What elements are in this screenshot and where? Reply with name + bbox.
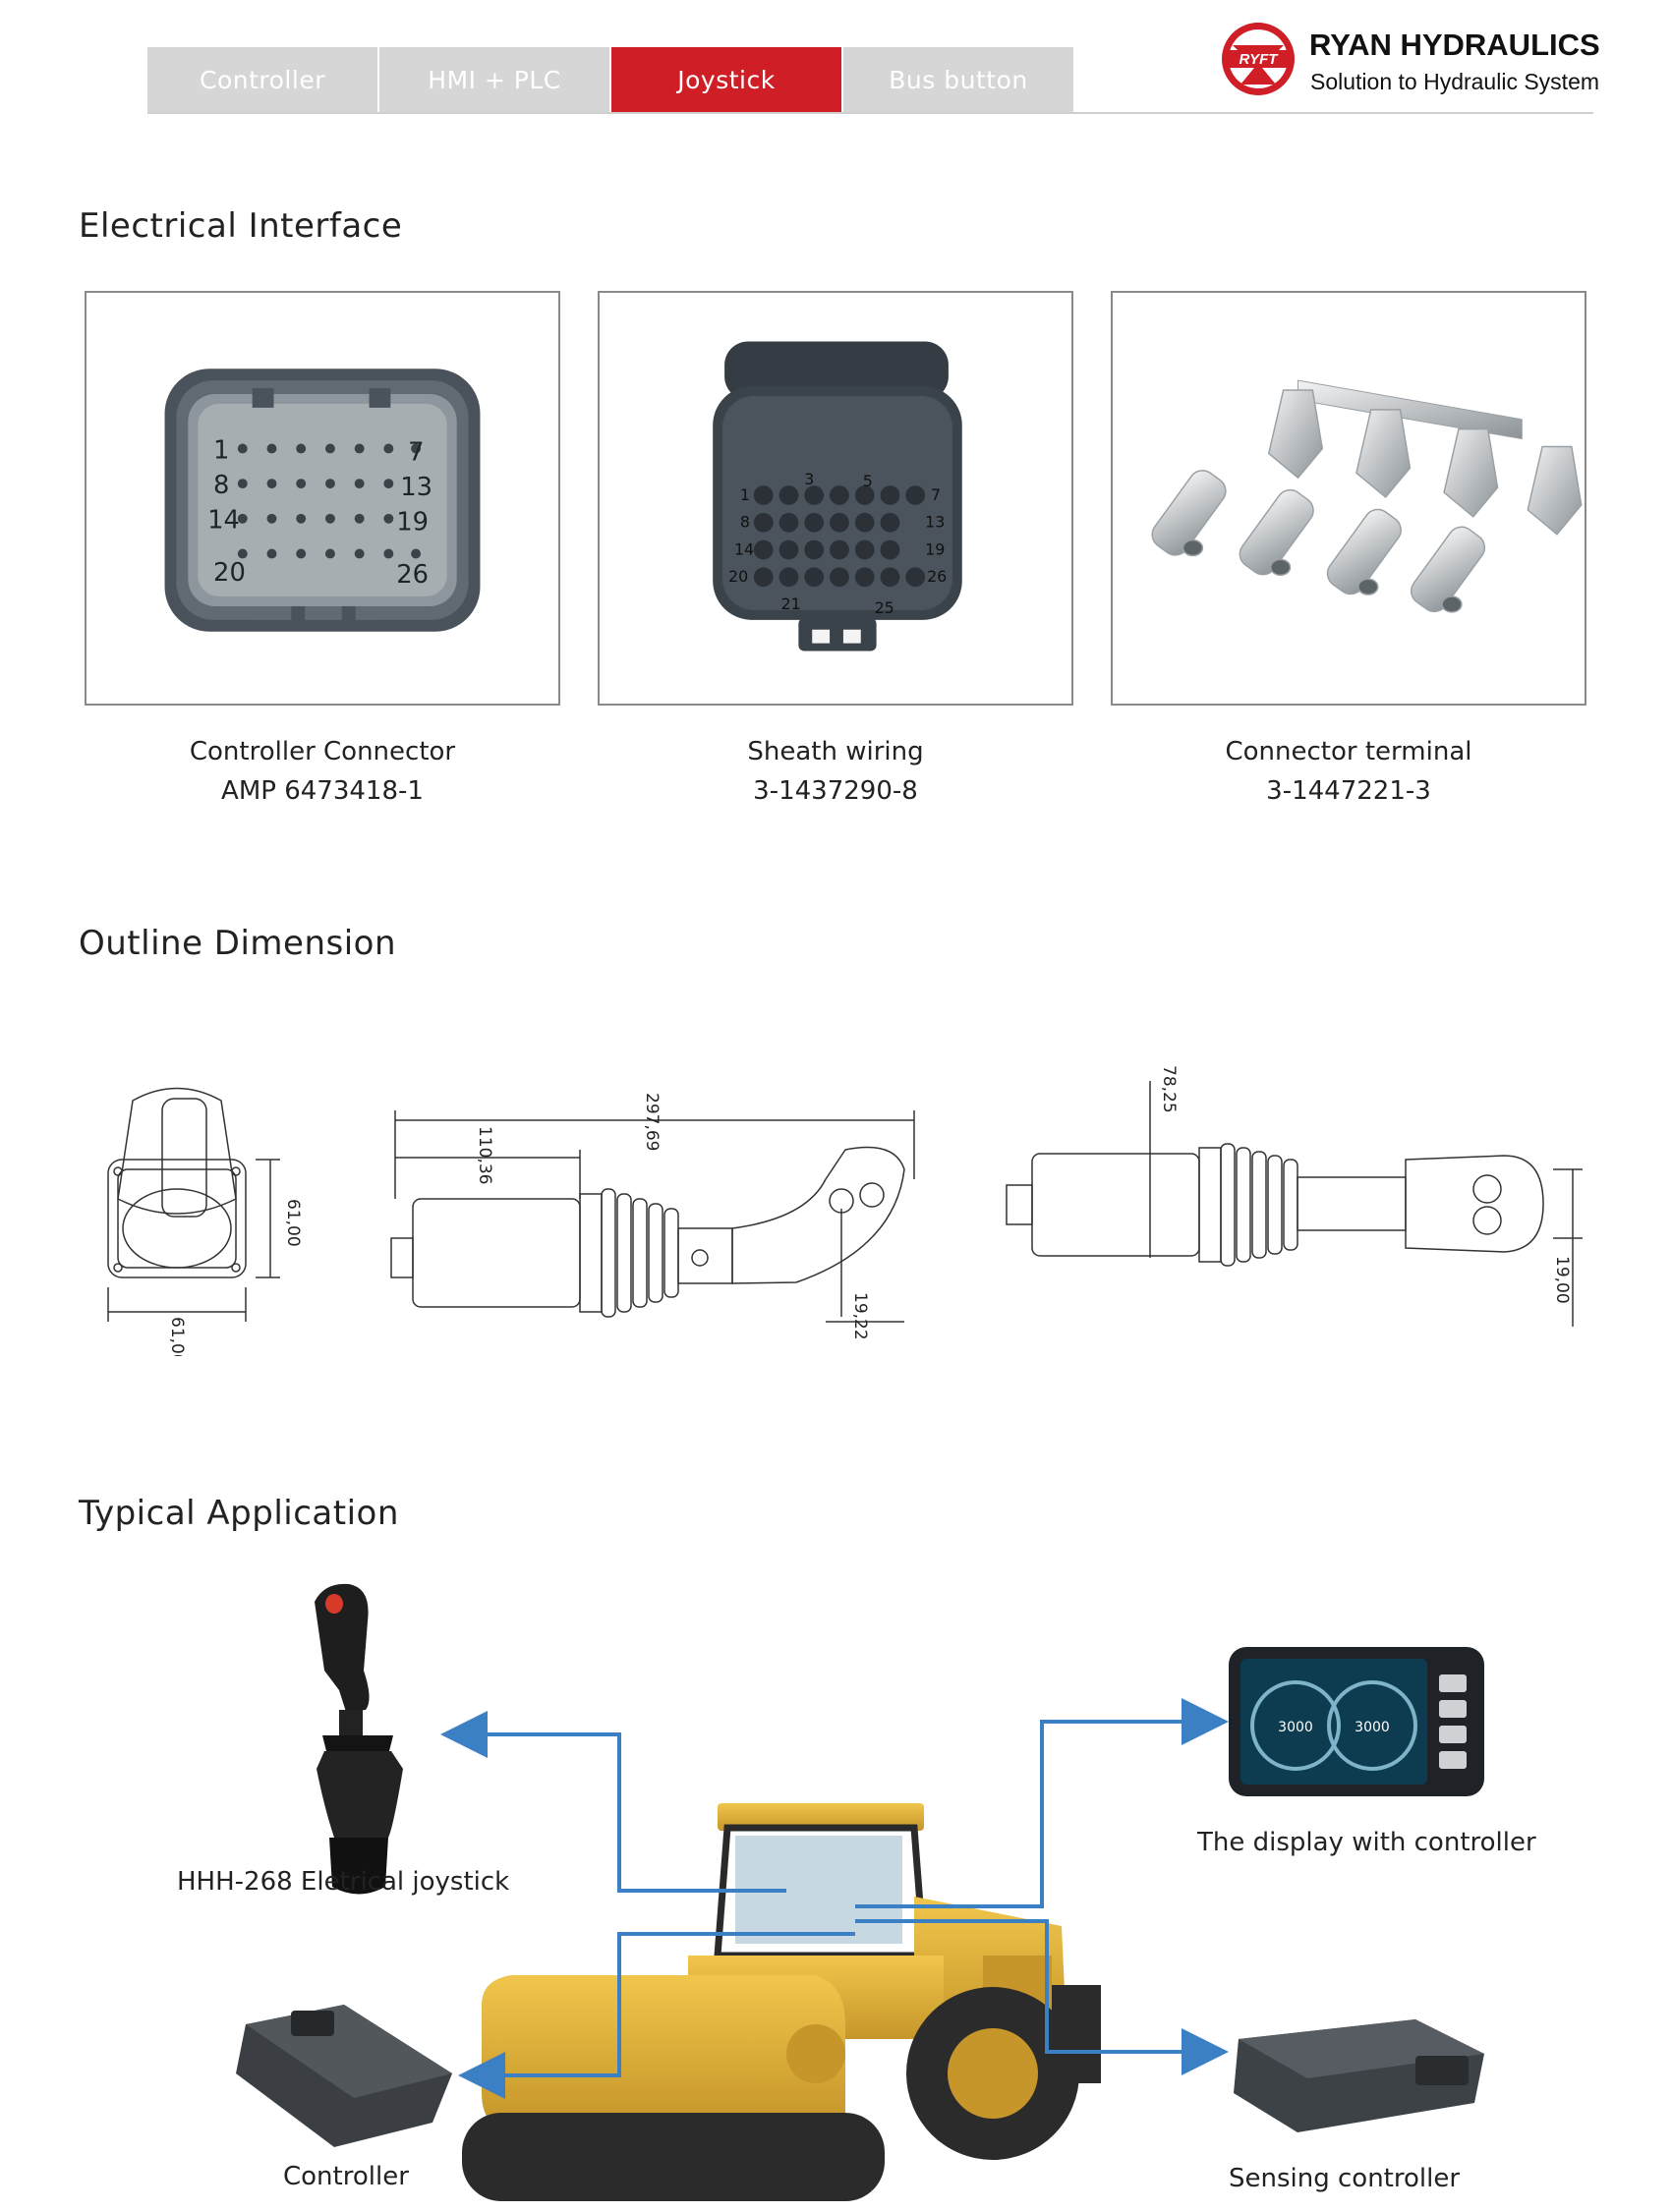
controller-connector-part: AMP 6473418-1 <box>221 776 424 806</box>
connector-terminal-name: Connector terminal <box>1225 737 1472 766</box>
pin-label: 26 <box>927 567 947 586</box>
pin-label: 1 <box>740 485 750 504</box>
sheath-wiring-part: 3-1437290-8 <box>753 776 918 806</box>
brand-logo-text: RYFT <box>1240 51 1280 68</box>
tab-hmi-plc[interactable]: HMI + PLC <box>379 47 611 112</box>
offset-label: 19,00 <box>1552 1256 1572 1304</box>
top-view-drawing: 78,25 19,00 <box>993 1061 1602 1336</box>
joystick-product-image <box>315 1583 403 1895</box>
sheath-wiring-caption: Sheath wiring 3-1437290-8 <box>598 732 1073 811</box>
roller-machine-image <box>462 1803 1101 2201</box>
pin-label: 25 <box>875 598 894 617</box>
display-readout: 3000 <box>1278 1720 1313 1735</box>
front-width-label: 61,00 <box>167 1317 187 1356</box>
tab-joystick[interactable]: Joystick <box>611 47 843 112</box>
pin-label: 13 <box>925 513 945 532</box>
pin-label: 21 <box>781 595 801 613</box>
joystick-label: HHH-268 Eletrical joystick <box>177 1867 510 1897</box>
brand-tagline: Solution to Hydraulic System <box>1310 69 1600 94</box>
sensing-controller-product-image <box>1234 2019 1484 2132</box>
controller-connector-name: Controller Connector <box>189 737 456 766</box>
sheath-wiring-image: 3 5 1 7 8 13 14 19 20 26 21 25 <box>713 341 962 652</box>
display-label: The display with controller <box>1197 1828 1536 1857</box>
pin-label: 19 <box>396 508 429 538</box>
pin-label: 7 <box>931 485 941 504</box>
controller-connector-image: 1 7 8 13 14 19 20 26 <box>164 369 481 632</box>
connector-terminal-caption: Connector terminal 3-1447221-3 <box>1111 732 1586 811</box>
pin-label: 14 <box>207 506 240 536</box>
pin-label: 14 <box>734 539 754 558</box>
pin-label: 20 <box>728 567 748 586</box>
front-view-drawing: 61,00 61,00 <box>93 1081 319 1356</box>
pin-label: 1 <box>213 435 229 465</box>
connector-terminal-part: 3-1447221-3 <box>1266 776 1431 806</box>
pin-label: 20 <box>213 558 246 588</box>
brand-logo-icon: RYFT <box>1222 23 1295 95</box>
depth-label: 78,25 <box>1159 1065 1179 1113</box>
pin-label: 7 <box>408 437 424 467</box>
section-title-electrical: Electrical Interface <box>79 206 403 246</box>
pin-label: 3 <box>804 470 814 488</box>
brand: RYFT RYAN HYDRAULICS Solution to Hydraul… <box>1219 18 1602 106</box>
sensing-controller-label: Sensing controller <box>1229 2164 1461 2193</box>
front-height-label: 61,00 <box>283 1199 303 1247</box>
connector-terminal-image <box>1151 379 1583 613</box>
brand-name: RYAN HYDRAULICS <box>1309 28 1600 62</box>
controller-label: Controller <box>283 2162 409 2191</box>
pin-label: 5 <box>863 472 873 490</box>
sheath-wiring-card: 3 5 1 7 8 13 14 19 20 26 21 25 <box>598 291 1073 706</box>
section-title-outline: Outline Dimension <box>79 924 397 963</box>
product-tabs: Controller HMI + PLC Joystick Bus button <box>147 47 1075 112</box>
display-product-image: 3000 3000 <box>1229 1647 1484 1796</box>
pin-label: 26 <box>396 560 429 590</box>
pin-label: 19 <box>925 539 945 558</box>
pin-label: 13 <box>400 473 432 502</box>
section-title-application: Typical Application <box>79 1494 399 1533</box>
side-view-drawing: 297,69 110,36 19,22 <box>383 1071 934 1366</box>
tabs-divider <box>147 112 1593 114</box>
tab-bus-button[interactable]: Bus button <box>843 47 1075 112</box>
connection-arrows <box>440 1698 1229 2099</box>
display-readout: 3000 <box>1355 1720 1390 1735</box>
total-length-label: 297,69 <box>642 1093 662 1151</box>
controller-product-image <box>236 2005 452 2147</box>
connector-terminal-card <box>1111 291 1586 706</box>
pin-label: 8 <box>740 513 750 532</box>
application-diagram: 3000 3000 <box>236 1583 1484 2201</box>
body-length-label: 110,36 <box>475 1126 494 1184</box>
sheath-wiring-name: Sheath wiring <box>747 737 924 766</box>
tab-controller[interactable]: Controller <box>147 47 379 112</box>
pin-label: 8 <box>213 471 229 500</box>
controller-connector-card: 1 7 8 13 14 19 20 26 <box>85 291 560 706</box>
controller-connector-caption: Controller Connector AMP 6473418-1 <box>85 732 560 811</box>
tip-offset-label: 19,22 <box>850 1292 870 1340</box>
